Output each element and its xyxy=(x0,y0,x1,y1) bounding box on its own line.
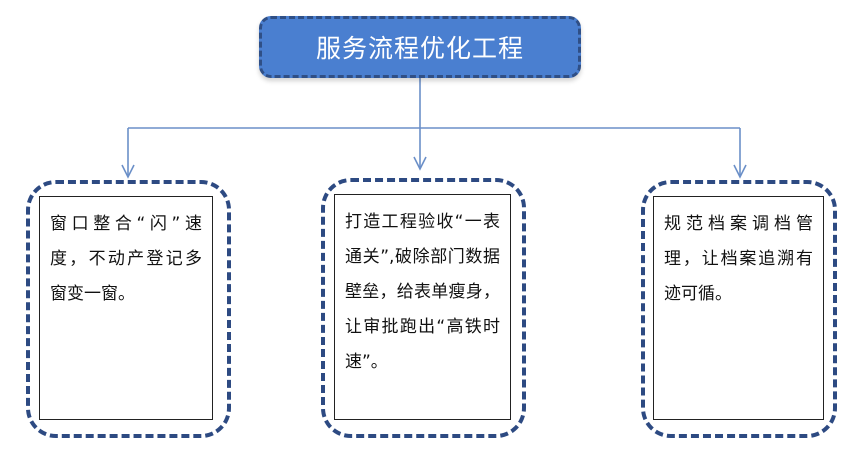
card-right-text: 规范档案调档管理，让档案追溯有迹可循。 xyxy=(664,214,813,304)
title-box: 服务流程优化工程 xyxy=(259,16,581,78)
card-right: 规范档案调档管理，让档案追溯有迹可循。 xyxy=(653,196,824,420)
card-center: 打造工程验收“一表通关”,破除部门数据壁垒，给表单瘦身，让审批跑出“高铁时速”。 xyxy=(334,194,511,420)
diagram-title: 服务流程优化工程 xyxy=(315,34,524,63)
arrowhead-left xyxy=(121,164,135,179)
card-left-text: 窗口整合“闪”速度，不动产登记多窗变一窗。 xyxy=(50,214,202,304)
arrowhead-right xyxy=(733,164,747,179)
card-center-text: 打造工程验收“一表通关”,破除部门数据壁垒，给表单瘦身，让审批跑出“高铁时速”。 xyxy=(345,212,500,372)
arrowhead-center xyxy=(413,156,427,171)
card-left: 窗口整合“闪”速度，不动产登记多窗变一窗。 xyxy=(39,196,213,420)
